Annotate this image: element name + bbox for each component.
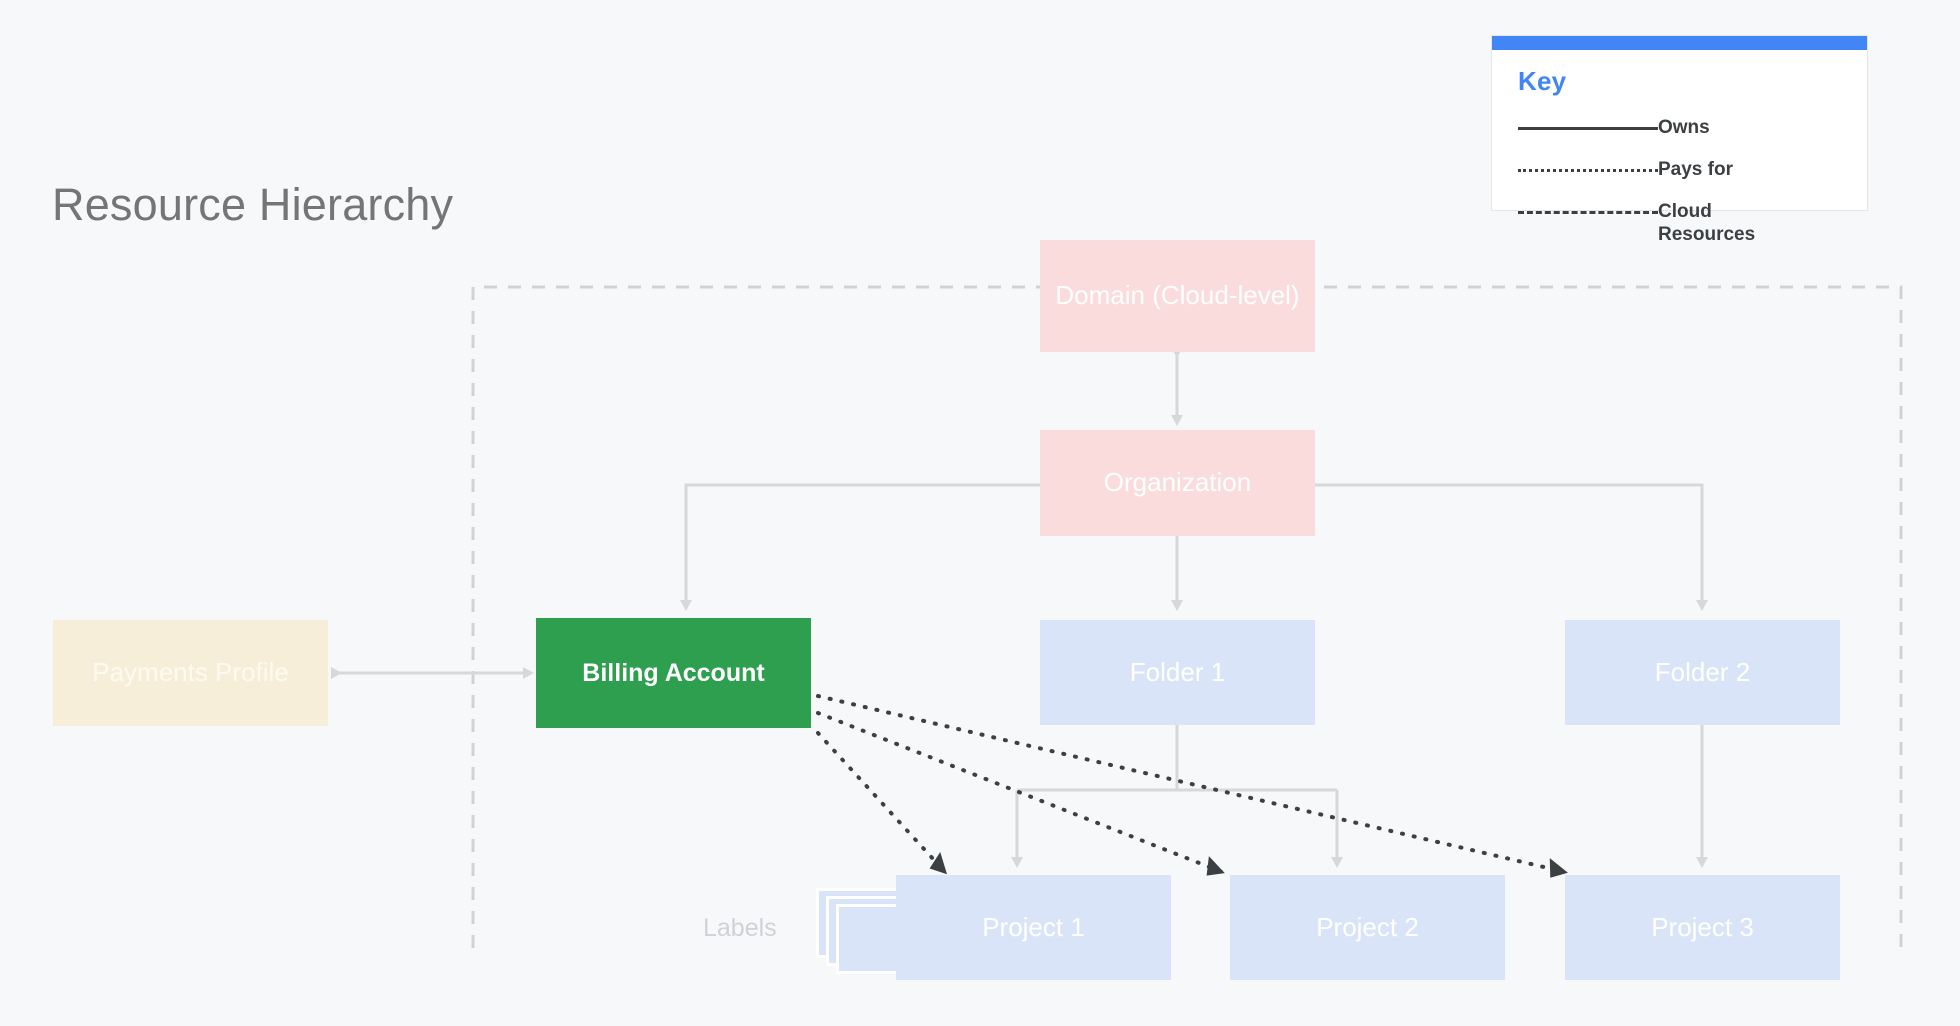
node-project-3-label: Project 3 [1651,911,1754,942]
node-project-3[interactable]: Project 3 [1565,875,1840,980]
node-domain[interactable]: Domain (Cloud-level) [1040,240,1315,352]
node-folder-1-label: Folder 1 [1129,656,1226,687]
node-payments-profile[interactable]: Payments Profile [53,620,328,726]
node-project-2[interactable]: Project 2 [1230,875,1505,980]
node-project-2-label: Project 2 [1316,911,1419,942]
labels-group-label: Labels [703,914,777,942]
page-title: Resource Hierarchy [52,179,454,230]
edge-organization-folder2 [1315,483,1708,611]
node-folder-2-label: Folder 2 [1654,656,1751,687]
key-accent-bar [1492,36,1867,50]
key-row-owns: Owns [1518,116,1849,142]
key-row-pays-for: Pays for [1518,158,1849,184]
node-organization[interactable]: Organization [1040,430,1315,536]
edge-billing-pays-project1 [816,731,948,875]
key-title: Key [1518,66,1567,96]
node-folder-2[interactable]: Folder 2 [1565,620,1840,725]
edge-organization-billing-account [680,483,1040,611]
key-label-owns: Owns [1658,117,1710,138]
edge-billing-pays-project2 [816,711,1225,876]
key-body: Key Owns Pays for Cloud Resources [1492,50,1867,245]
key-row-cloud-resources: Cloud Resources [1518,200,1849,246]
node-folder-1[interactable]: Folder 1 [1040,620,1315,725]
key-legend-rows: Owns Pays for Cloud Resources [1518,116,1849,262]
node-payments-profile-label: Payments Profile [92,657,289,688]
dashed-line-icon [1518,202,1658,222]
key-panel: Key Owns Pays for Cloud Resources [1491,35,1868,245]
node-organization-label: Organization [1103,467,1252,498]
dotted-line-icon [1518,160,1658,180]
solid-line-icon [1518,118,1658,138]
edge-folder1-split [1017,725,1337,792]
node-billing-account[interactable]: Billing Account [536,618,811,728]
key-label-cloud-resources: Cloud Resources [1658,201,1756,246]
node-domain-label: Domain (Cloud-level) [1055,280,1300,311]
node-project-1-label: Project 1 [982,911,1085,942]
node-billing-account-label: Billing Account [582,659,765,687]
node-project-1[interactable]: Project 1 [896,875,1171,980]
key-label-pays-for: Pays for [1658,159,1733,180]
